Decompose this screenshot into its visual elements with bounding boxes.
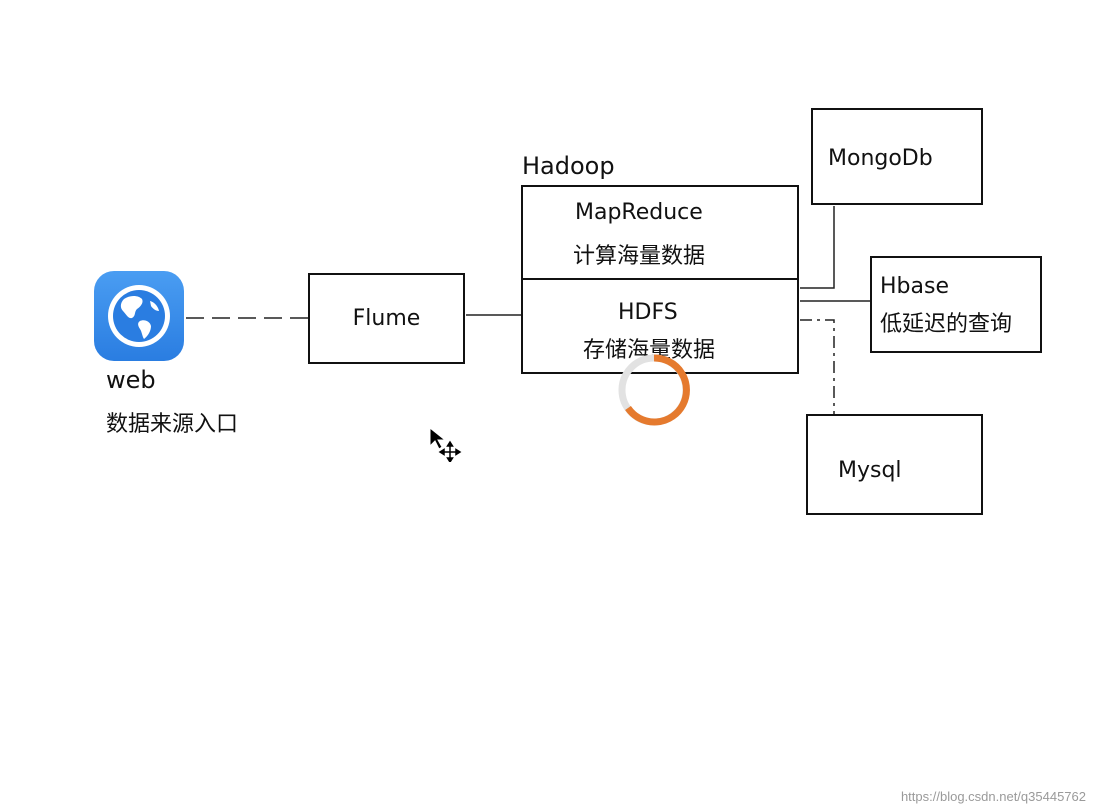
hbase-description: 低延迟的查询 [880, 312, 1013, 337]
mongodb-box: MongoDb [811, 108, 983, 205]
mapreduce-description: 计算海量数据 [573, 244, 706, 269]
mapreduce-label: MapReduce [575, 200, 703, 225]
web-label: web [106, 366, 156, 394]
hadoop-to-mysql-dashdot-line [800, 319, 835, 414]
hbase-box: Hbase 低延迟的查询 [870, 256, 1042, 353]
watermark: https://blog.csdn.net/q35445762 [900, 789, 1086, 804]
move-cursor-icon [429, 426, 462, 462]
flume-box: Flume [308, 273, 465, 364]
flume-label: Flume [352, 306, 421, 331]
mapreduce-box: MapReduce 计算海量数据 [521, 185, 799, 280]
mongodb-label: MongoDb [828, 146, 933, 171]
mysql-box: Mysql [806, 414, 983, 515]
hadoop-title: Hadoop [522, 152, 615, 180]
web-description: 数据来源入口 [106, 412, 239, 437]
hdfs-label: HDFS [618, 300, 678, 325]
hbase-label: Hbase [880, 274, 949, 299]
hadoop-to-mongodb-line [800, 206, 835, 289]
globe-icon [94, 271, 184, 361]
mysql-label: Mysql [838, 458, 902, 483]
hdfs-description: 存储海量数据 [583, 338, 716, 363]
loading-spinner-icon [618, 354, 690, 426]
